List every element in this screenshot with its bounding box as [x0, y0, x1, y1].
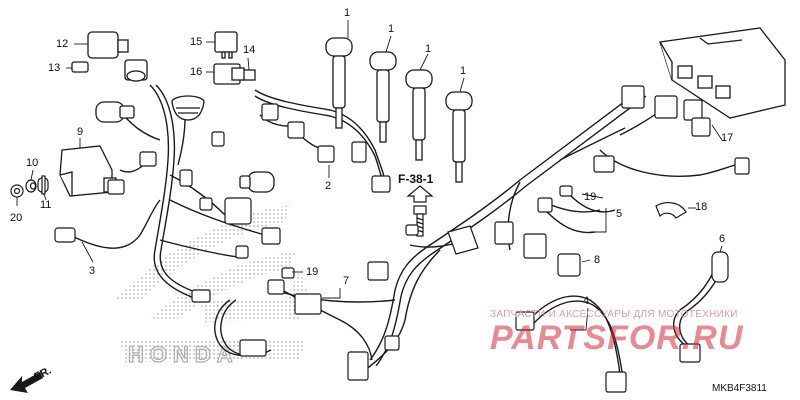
ignition-coils: [325, 37, 473, 183]
connector-near-12: [124, 59, 148, 82]
callout-1d: 1: [460, 65, 467, 77]
rubber-boot: [171, 95, 205, 121]
callout-11: 11: [40, 199, 52, 211]
callout-20: 20: [10, 212, 23, 224]
tube-connector-right: [239, 171, 275, 193]
watermark-subtitle: ЗАПЧАСТИ И АКСЕССУАРЫ ДЛЯ МОТОТЕХНИКИ: [490, 309, 738, 320]
connector-16b: [231, 67, 245, 81]
callout-13: 13: [48, 62, 61, 74]
diagram-code: MKB4F3811: [712, 383, 767, 394]
clip-14: [242, 69, 256, 81]
callout-14: 14: [243, 44, 256, 56]
callout-19a: 19: [584, 191, 597, 203]
callout-10: 10: [26, 157, 39, 169]
callout-9: 9: [77, 126, 84, 138]
ignition-coil-4: [445, 91, 473, 183]
watermark-site: PARTSFOR.RU: [490, 319, 744, 357]
leader-lines: [16, 20, 723, 331]
washer-10: [25, 179, 37, 193]
honda-logo-text: HONDA: [128, 342, 239, 367]
callout-2: 2: [325, 180, 332, 192]
ignition-coil-1: [325, 37, 353, 129]
callout-15: 15: [190, 36, 203, 48]
front-direction-arrow-icon: [10, 372, 43, 393]
callout-19b: 19: [306, 266, 319, 278]
callout-1b: 1: [388, 23, 395, 35]
relay-12: [87, 31, 129, 59]
reference-label: F-38-1: [398, 172, 434, 186]
callout-5: 5: [616, 208, 623, 220]
arrow-up-icon: [406, 185, 434, 203]
callout-6: 6: [719, 233, 726, 245]
sub-harness-5: [544, 194, 616, 234]
callout-8: 8: [594, 254, 601, 266]
ignition-coil-2: [369, 51, 397, 143]
callout-12: 12: [56, 38, 69, 50]
callout-7: 7: [343, 275, 350, 287]
callout-18: 18: [695, 201, 708, 213]
nut-20: [10, 184, 24, 198]
callout-16: 16: [190, 66, 203, 78]
ecu-unit: [659, 27, 786, 119]
callout-17: 17: [721, 132, 734, 144]
bushing-11: [37, 175, 49, 195]
tube-connector-left: [95, 101, 135, 123]
callout-1c: 1: [425, 43, 432, 55]
sub-harness-4: [524, 295, 624, 386]
connectors: [54, 85, 750, 393]
callout-3: 3: [89, 265, 96, 277]
relay-15: [214, 31, 238, 59]
cap-13: [71, 61, 89, 73]
callout-1a: 1: [344, 7, 351, 19]
callout-4: 4: [583, 295, 590, 307]
ignition-coil-3: [405, 69, 433, 161]
